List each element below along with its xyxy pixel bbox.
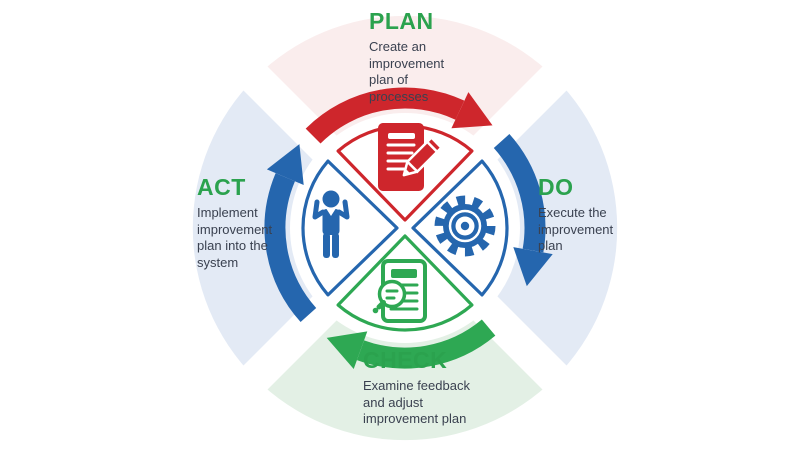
plan-description-line: improvement: [369, 55, 445, 71]
do-description-line: Execute the: [538, 205, 607, 220]
act-description-line: Implement: [197, 205, 258, 220]
do-arrow: [493, 133, 553, 287]
person-icon: [312, 190, 350, 258]
do-arrowhead: [513, 247, 553, 287]
plan-description-line: plan of: [369, 72, 409, 87]
plan-arrowhead: [451, 92, 493, 129]
do-label: DO Execute the improvement plan: [538, 176, 658, 255]
plan-title: PLAN: [369, 8, 434, 34]
act-description-line: system: [197, 254, 239, 270]
plan-description-line: processes: [369, 88, 429, 104]
check-description-line: improvement plan: [363, 411, 467, 426]
document-magnifier-icon: [372, 259, 427, 323]
gear-icon: [434, 195, 496, 257]
check-description-line: Examine feedback: [363, 378, 470, 393]
do-description-line: plan: [538, 238, 563, 253]
act-description-line: improvement: [197, 221, 273, 237]
plan-label: PLAN Create an improvement plan of proce…: [369, 10, 499, 105]
document-pencil-icon: [378, 123, 444, 191]
do-title: DO: [538, 174, 574, 200]
check-label: CHECK Examine feedback and adjust improv…: [363, 349, 513, 428]
inner-circle: [290, 113, 520, 343]
act-arrowhead: [266, 144, 304, 185]
plan-description-line: Create an: [369, 39, 427, 54]
check-description-line: and adjust: [363, 394, 423, 410]
check-arrow: [326, 319, 496, 369]
plan-arrow: [305, 87, 493, 144]
act-arrow: [264, 144, 317, 323]
act-label: ACT Implement improvement plan into the …: [197, 176, 317, 271]
do-description-line: improvement: [538, 221, 614, 237]
act-title: ACT: [197, 174, 246, 200]
act-description-line: plan into the: [197, 238, 268, 253]
check-arrowhead: [326, 331, 368, 369]
check-title: CHECK: [363, 347, 448, 373]
